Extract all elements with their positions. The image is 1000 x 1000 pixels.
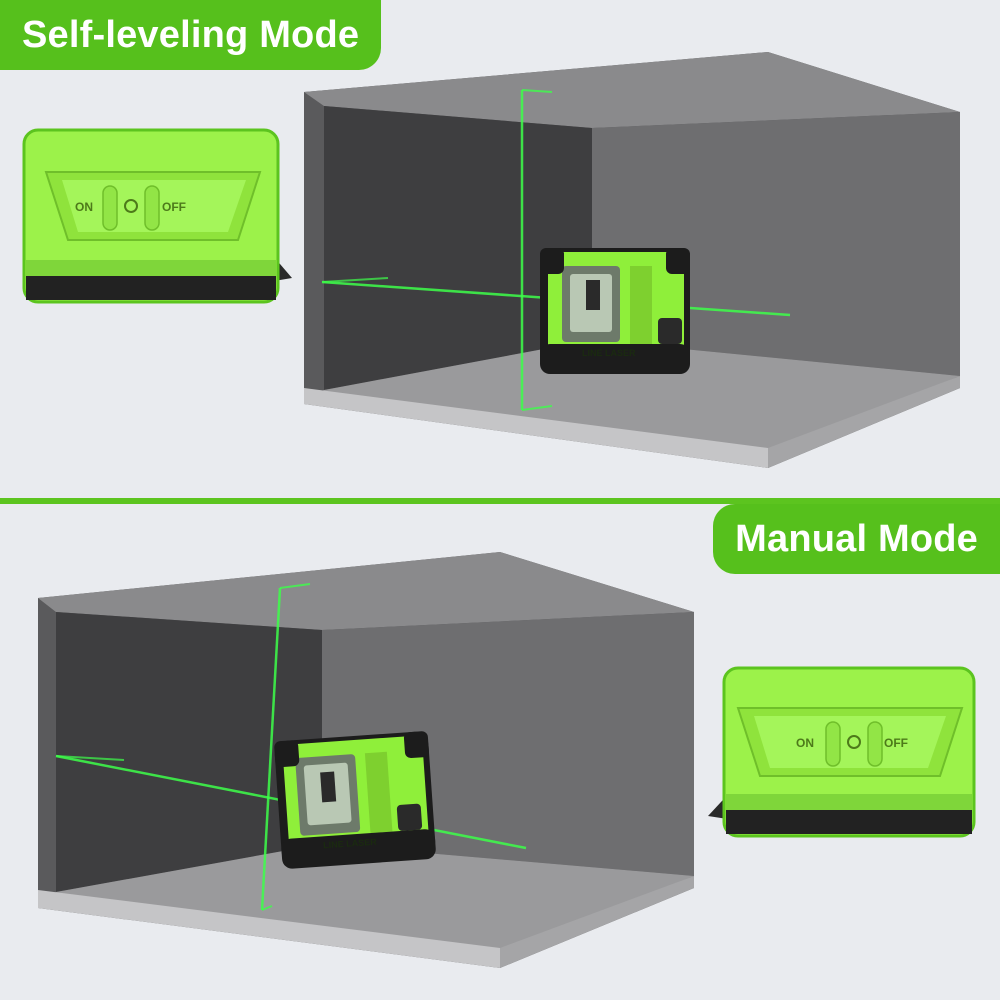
room-scene: LINE LASER ON OFF — [38, 552, 976, 968]
manual-panel: LINE LASER ON OFF — [0, 500, 1000, 1000]
switch-on-label: ON — [75, 200, 93, 214]
laser-vertical-line — [260, 587, 282, 911]
mode-label-self-leveling: Self-leveling Mode — [0, 0, 382, 70]
room-ceiling — [38, 552, 694, 630]
laser-horizontal-cap — [55, 755, 125, 761]
room-left-wall — [56, 612, 322, 892]
laser-vertical-cap-bottom — [261, 905, 273, 911]
switch-callout: ON OFF — [22, 128, 292, 304]
laser-level-device: LINE LASER — [274, 731, 436, 869]
room-floor — [310, 340, 960, 452]
room-side-edge — [768, 376, 960, 468]
device-brand-label: LINE LASER — [323, 837, 378, 851]
room-ceiling — [304, 52, 960, 128]
lock-icon — [124, 199, 138, 213]
laser-vertical-cap-top — [521, 89, 553, 93]
panel-divider — [0, 498, 1000, 504]
room-left-wall — [324, 106, 592, 390]
lock-icon — [847, 735, 861, 749]
room-front-edge — [304, 388, 768, 468]
room-side-edge — [500, 876, 694, 968]
room-scene: LINE LASER ON OFF — [22, 52, 960, 468]
laser-vertical-cap-top — [279, 583, 311, 589]
self-leveling-panel: LINE LASER ON OFF — [22, 52, 960, 468]
mode-label-manual: Manual Mode — [713, 504, 1000, 574]
laser-level-device: LINE LASER — [540, 248, 690, 374]
room-floor — [44, 844, 694, 952]
room-front-edge — [38, 890, 500, 968]
laser-vertical-cap-bottom — [521, 405, 553, 411]
switch-on-label: ON — [796, 736, 814, 750]
device-brand-label: LINE LASER — [582, 348, 636, 358]
switch-off-label: OFF — [884, 736, 908, 750]
switch-callout: ON OFF — [708, 666, 976, 838]
laser-horizontal-cap — [321, 277, 389, 283]
switch-off-label: OFF — [162, 200, 186, 214]
